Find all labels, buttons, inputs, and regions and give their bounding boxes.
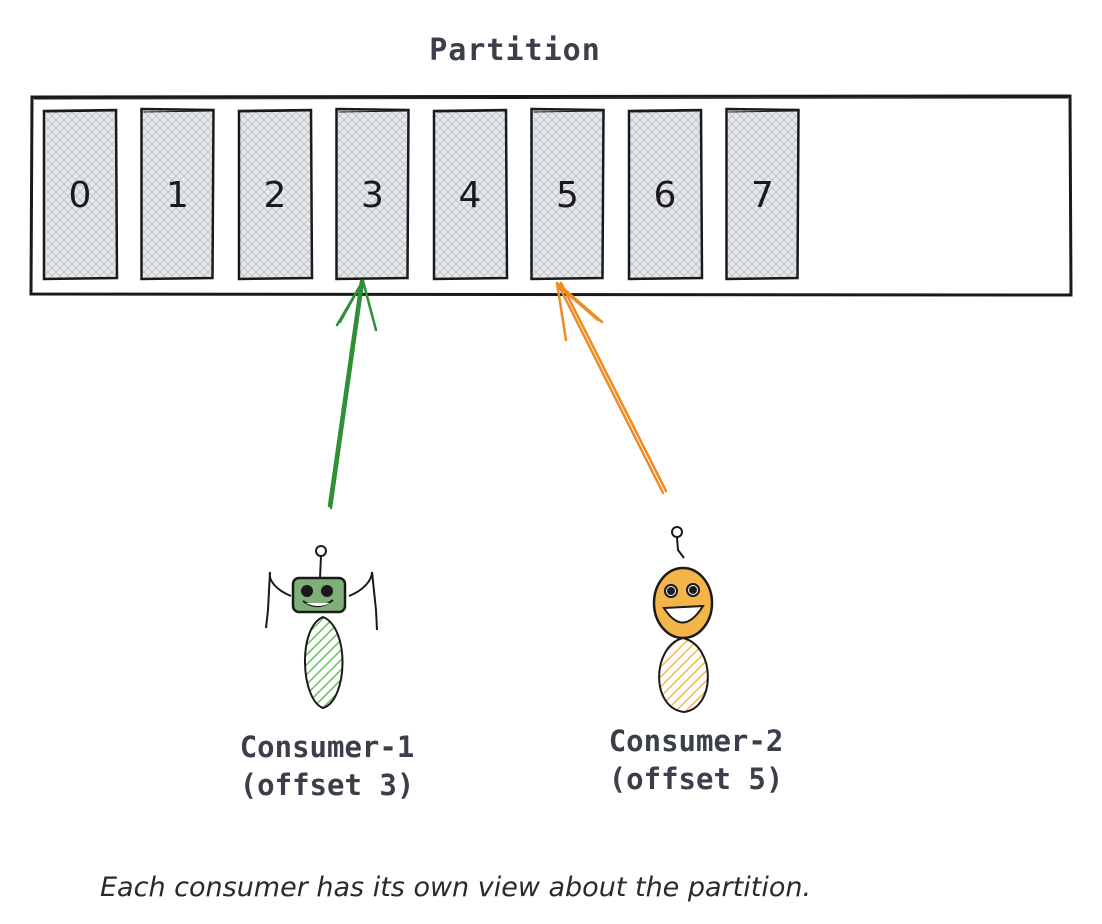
offset-label-7: 7 xyxy=(751,175,774,216)
offset-label-5: 5 xyxy=(556,175,579,216)
consumer-1-arrow xyxy=(327,279,378,510)
offset-cell-3: 3 xyxy=(335,107,410,281)
consumer-2-arrow xyxy=(555,281,668,495)
offset-cell-1: 1 xyxy=(140,107,215,281)
offset-cell-4: 4 xyxy=(432,108,509,281)
consumer-2-name: Consumer-2 xyxy=(609,724,784,758)
offset-cell-6: 6 xyxy=(627,108,704,281)
offset-cell-5: 5 xyxy=(530,107,605,281)
consumer-1-name: Consumer-1 xyxy=(240,730,415,764)
partition-offset-cells: 0 1 2 3 4 5 6 7 xyxy=(42,107,800,281)
offset-label-0: 0 xyxy=(69,175,92,216)
offset-cell-0: 0 xyxy=(42,108,119,281)
offset-cell-7: 7 xyxy=(725,107,800,281)
diagram-caption: Each consumer has its own view about the… xyxy=(100,872,811,903)
consumer-2-offset: (offset 5) xyxy=(609,762,784,796)
offset-cell-2: 2 xyxy=(237,108,314,281)
offset-label-1: 1 xyxy=(166,175,189,216)
offset-label-4: 4 xyxy=(459,175,482,216)
offset-label-2: 2 xyxy=(264,175,287,216)
robot-icon xyxy=(265,545,378,710)
consumer-1-offset: (offset 3) xyxy=(240,768,415,802)
offset-label-3: 3 xyxy=(361,175,384,216)
partition-title: Partition xyxy=(429,33,601,68)
smiley-robot-icon xyxy=(652,526,714,714)
offset-label-6: 6 xyxy=(654,175,677,216)
